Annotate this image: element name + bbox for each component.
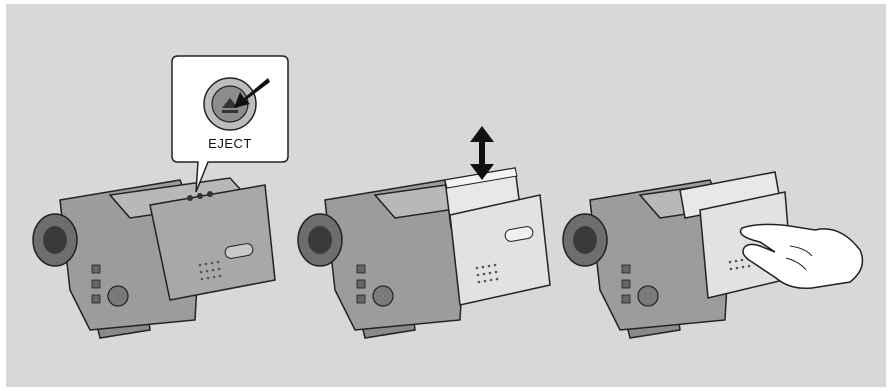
step-1-camcorder	[32, 177, 276, 339]
step-2-camcorder	[297, 167, 551, 339]
eject-label: EJECT	[208, 136, 252, 151]
hand-push-icon	[739, 223, 864, 290]
press-arrow-icon	[234, 78, 270, 108]
cassette-up-down-arrow-icon	[470, 126, 494, 180]
